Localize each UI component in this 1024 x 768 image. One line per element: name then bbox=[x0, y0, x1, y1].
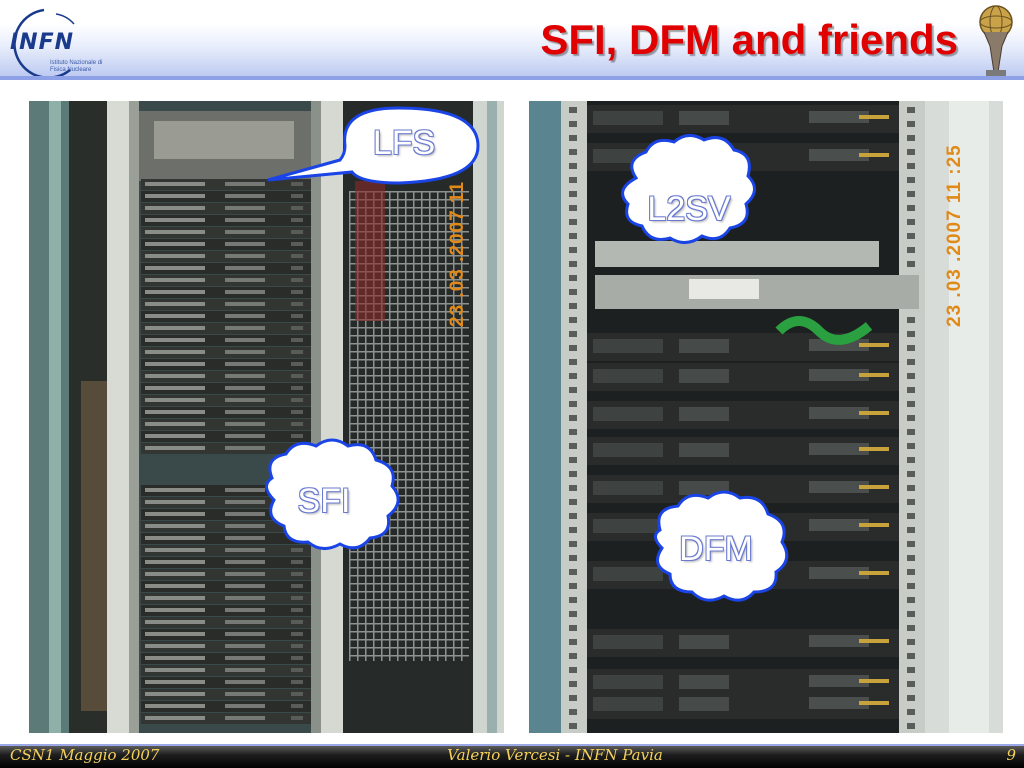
left-rack-photo: 23 .03 .2007 11 bbox=[29, 101, 504, 733]
lfs-label: LFS bbox=[372, 124, 436, 162]
header-rule bbox=[0, 76, 1024, 80]
lfs-callout bbox=[267, 106, 480, 185]
dfm-label: DFM bbox=[679, 530, 753, 568]
dfm-callout-cloud bbox=[654, 490, 789, 602]
slide-header bbox=[0, 0, 1024, 80]
footer-author: Valerio Vercesi - INFN Pavia bbox=[447, 746, 663, 764]
right-rack-photo: 23 .03 .2007 11 :25 bbox=[529, 101, 1003, 733]
logo-subtitle: Istituto Nazionale di Fisica Nucleare bbox=[50, 60, 103, 73]
atlas-figure-icon bbox=[979, 5, 1013, 76]
sfi-callout-cloud bbox=[265, 438, 400, 550]
slide-footer bbox=[0, 744, 1024, 768]
logo-text: INFN bbox=[10, 30, 75, 55]
footer-event: CSN1 Maggio 2007 bbox=[10, 746, 160, 764]
l2sv-label: L2SV bbox=[647, 190, 731, 228]
footer-rule bbox=[0, 744, 1024, 746]
l2sv-callout-cloud bbox=[621, 134, 756, 244]
slide-title: SFI, DFM and friends bbox=[540, 16, 958, 63]
page-number: 9 bbox=[1006, 746, 1016, 764]
sfi-label: SFI bbox=[297, 482, 351, 520]
